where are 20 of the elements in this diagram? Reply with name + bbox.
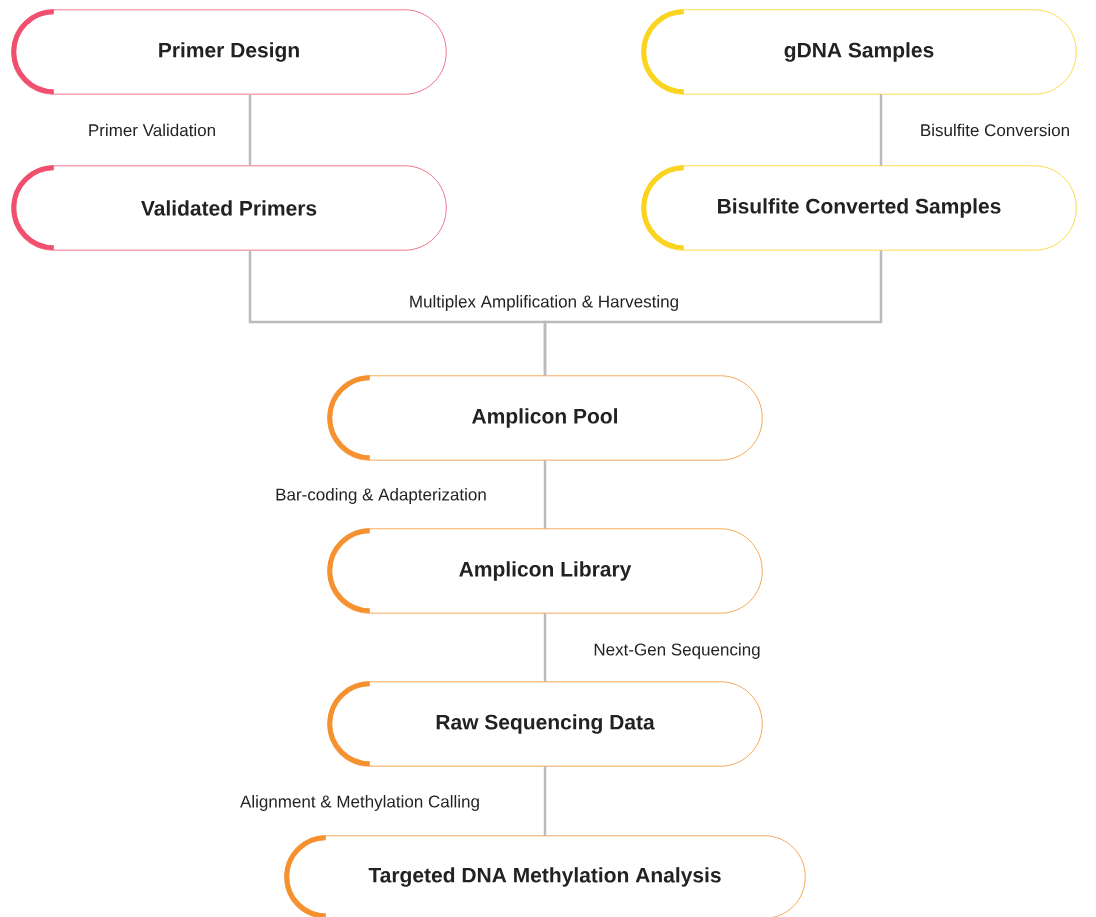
connector-line [543, 766, 547, 836]
process-box: Bisulfite Converted Samples [641, 165, 1077, 251]
process-box: Primer Design [11, 9, 447, 95]
connector-line [879, 94, 883, 166]
edge-label: Bisulfite Conversion [917, 121, 1073, 139]
process-box: Validated Primers [11, 165, 447, 251]
process-box: Amplicon Library [327, 528, 763, 614]
edge-label: Primer Validation [85, 121, 219, 139]
edge-label: Bar-coding & Adapterization [273, 486, 489, 506]
process-box: gDNA Samples [641, 9, 1077, 95]
edge-label: Multiplex Amplification & Harvesting [406, 293, 682, 313]
edge-label: Alignment & Methylation Calling [238, 793, 482, 813]
connector-line [543, 613, 547, 682]
process-box: Raw Sequencing Data [327, 681, 763, 767]
connector-line [543, 250, 883, 376]
connector-line [248, 94, 252, 166]
edge-label: Next-Gen Sequencing [591, 641, 763, 661]
process-box: Targeted DNA Methylation Analysis [284, 835, 806, 917]
connector-line [543, 460, 547, 529]
process-box: Amplicon Pool [327, 375, 763, 461]
